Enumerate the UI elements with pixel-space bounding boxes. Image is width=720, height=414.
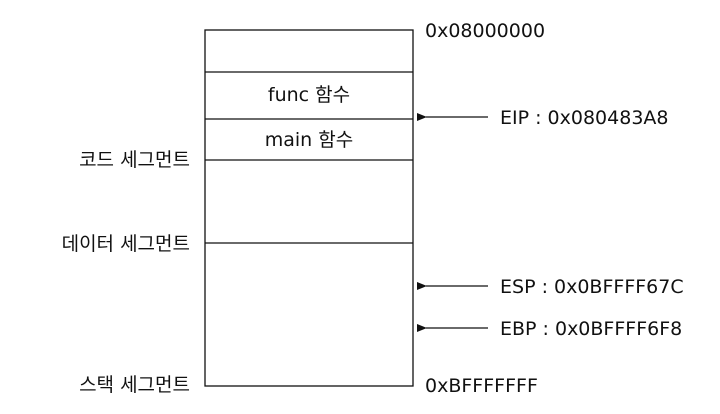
data-segment-label: 데이터 세그먼트 <box>61 233 190 255</box>
stack-segment-label: 스택 세그먼트 <box>79 374 190 396</box>
address-bottom: 0xBFFFFFFF <box>425 375 538 397</box>
ebp-label: EBP : 0x0BFFFF6F8 <box>500 318 683 340</box>
main-block-label: main 함수 <box>264 129 354 151</box>
eip-label: EIP : 0x080483A8 <box>500 107 669 129</box>
esp-label: ESP : 0x0BFFFF67C <box>500 276 684 298</box>
address-top: 0x08000000 <box>425 20 546 42</box>
func-block-label: func 함수 <box>267 84 351 106</box>
code-segment-label: 코드 세그먼트 <box>79 149 190 171</box>
memory-box <box>204 29 414 387</box>
